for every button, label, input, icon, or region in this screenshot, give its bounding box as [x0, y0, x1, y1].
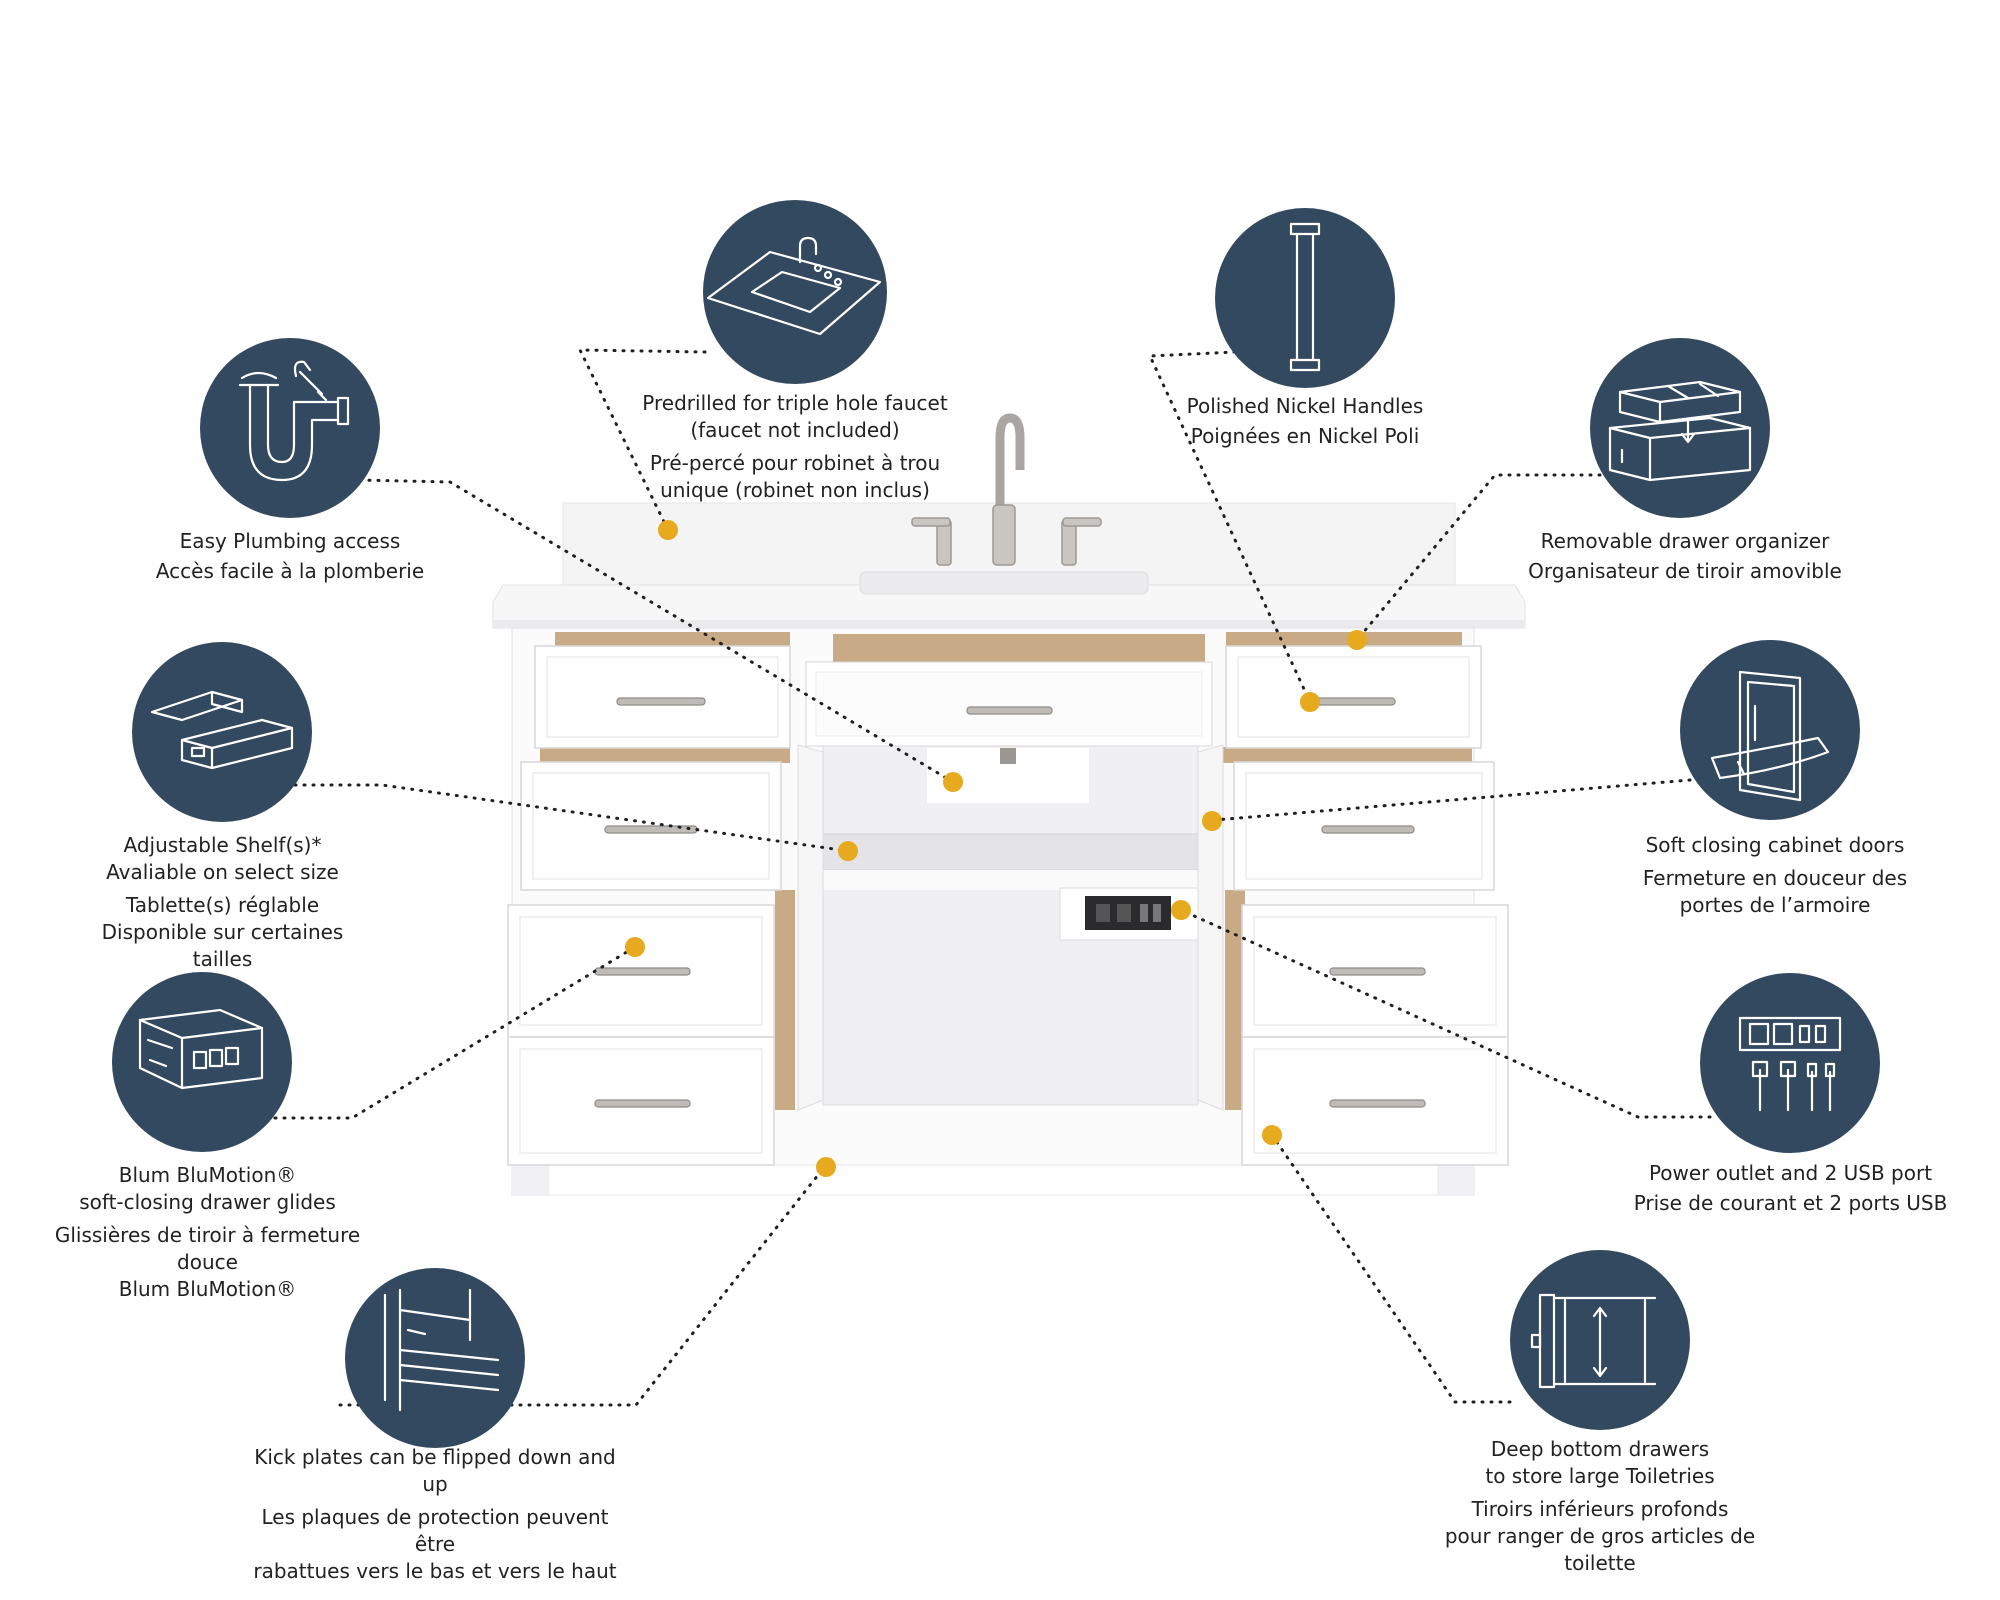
caption-kickplate: Kick plates can be flipped down and up L…	[240, 1444, 630, 1585]
leader-handles	[1147, 350, 1312, 704]
bar-handle-icon	[1215, 208, 1395, 388]
dot-glides	[625, 937, 645, 957]
dot-doors	[1202, 811, 1222, 831]
callout-dots	[625, 520, 1367, 1177]
caption-glides-en: Blum BluMotion® soft-closing drawer glid…	[79, 1163, 336, 1214]
caption-doors-fr: Fermeture en douceur des portes de l’arm…	[1642, 866, 1908, 917]
soft-close-door-icon	[1680, 640, 1860, 820]
dot-organizer	[1347, 630, 1367, 650]
caption-glides-fr: Glissières de tiroir à fermeture douce B…	[54, 1223, 361, 1301]
caption-faucet-en: Predrilled for triple hole faucet (fauce…	[642, 391, 948, 442]
caption-shelf-en: Adjustable Shelf(s)* Avaliable on select…	[106, 833, 339, 884]
dot-faucet	[658, 520, 678, 540]
caption-handles-en: Polished Nickel Handles	[1186, 394, 1424, 418]
drawer-organizer-icon	[1590, 338, 1770, 518]
caption-organizer-en: Removable drawer organizer	[1540, 529, 1830, 553]
countertop-faucet-icon	[703, 200, 887, 384]
caption-plumbing-en: Easy Plumbing access	[179, 529, 401, 553]
caption-organizer-fr: Organisateur de tiroir amovible	[1528, 559, 1842, 583]
leader-power	[1179, 908, 1712, 1119]
leader-doors	[1213, 778, 1692, 822]
undermount-sink	[859, 571, 1149, 595]
caption-doors: Soft closing cabinet doors Fermeture en …	[1630, 832, 1920, 919]
dot-handles	[1300, 692, 1320, 712]
leader-faucet	[577, 348, 707, 532]
caption-power-en: Power outlet and 2 USB port	[1648, 1161, 1933, 1185]
caption-kickplate-fr: Les plaques de protection peuvent être r…	[253, 1505, 617, 1583]
plumbing-pipe-wrench-icon	[200, 338, 380, 518]
caption-power: Power outlet and 2 USB port Prise de cou…	[1628, 1160, 1953, 1217]
caption-shelf-fr: Tablette(s) réglable Disponible sur cert…	[101, 893, 344, 971]
kick-plate-icon	[345, 1268, 525, 1448]
adjustable-shelf-icon	[132, 642, 312, 822]
leader-shelf	[293, 783, 850, 853]
leader-plumbing	[358, 478, 955, 784]
caption-plumbing: Easy Plumbing access Accès facile à la p…	[140, 528, 440, 585]
right-door-open	[1197, 744, 1224, 1111]
caption-handles: Polished Nickel Handles Poignées en Nick…	[1165, 393, 1445, 450]
vanity-illustration	[492, 413, 1526, 1196]
dot-kickplate	[816, 1157, 836, 1177]
deep-drawer-icon	[1510, 1250, 1690, 1430]
leader-deep-drawers	[1270, 1133, 1512, 1404]
dot-shelf	[838, 841, 858, 861]
leader-organizer	[1355, 473, 1602, 642]
caption-faucet-fr: Pré-percé pour robinet à trou unique (ro…	[649, 451, 941, 502]
caption-plumbing-fr: Accès facile à la plomberie	[155, 559, 425, 583]
dot-plumbing	[943, 772, 963, 792]
left-drawer-stack	[507, 645, 791, 1166]
caption-shelf: Adjustable Shelf(s)* Avaliable on select…	[70, 832, 375, 973]
right-drawer-stack	[1225, 645, 1509, 1166]
caption-power-fr: Prise de courant et 2 ports USB	[1633, 1191, 1948, 1215]
caption-doors-en: Soft closing cabinet doors	[1645, 833, 1905, 857]
caption-glides: Blum BluMotion® soft-closing drawer glid…	[45, 1162, 370, 1303]
dot-deep-drawers	[1262, 1125, 1282, 1145]
dot-power	[1171, 900, 1191, 920]
drawer-glide-icon	[112, 972, 292, 1152]
leader-glides	[273, 945, 637, 1120]
caption-deep-drawers-en: Deep bottom drawers to store large Toile…	[1485, 1437, 1715, 1488]
caption-deep-drawers-fr: Tiroirs inférieurs profonds pour ranger …	[1444, 1497, 1756, 1575]
caption-faucet: Predrilled for triple hole faucet (fauce…	[620, 390, 970, 504]
caption-organizer: Removable drawer organizer Organisateur …	[1520, 528, 1850, 585]
faucet	[911, 413, 1102, 566]
caption-kickplate-en: Kick plates can be flipped down and up	[254, 1445, 616, 1496]
adjustable-shelf	[822, 833, 1199, 871]
power-outlet-usb-icon	[1700, 973, 1880, 1153]
left-door-open	[797, 744, 824, 1111]
caption-handles-fr: Poignées en Nickel Poli	[1190, 424, 1420, 448]
caption-deep-drawers: Deep bottom drawers to store large Toile…	[1415, 1436, 1785, 1577]
